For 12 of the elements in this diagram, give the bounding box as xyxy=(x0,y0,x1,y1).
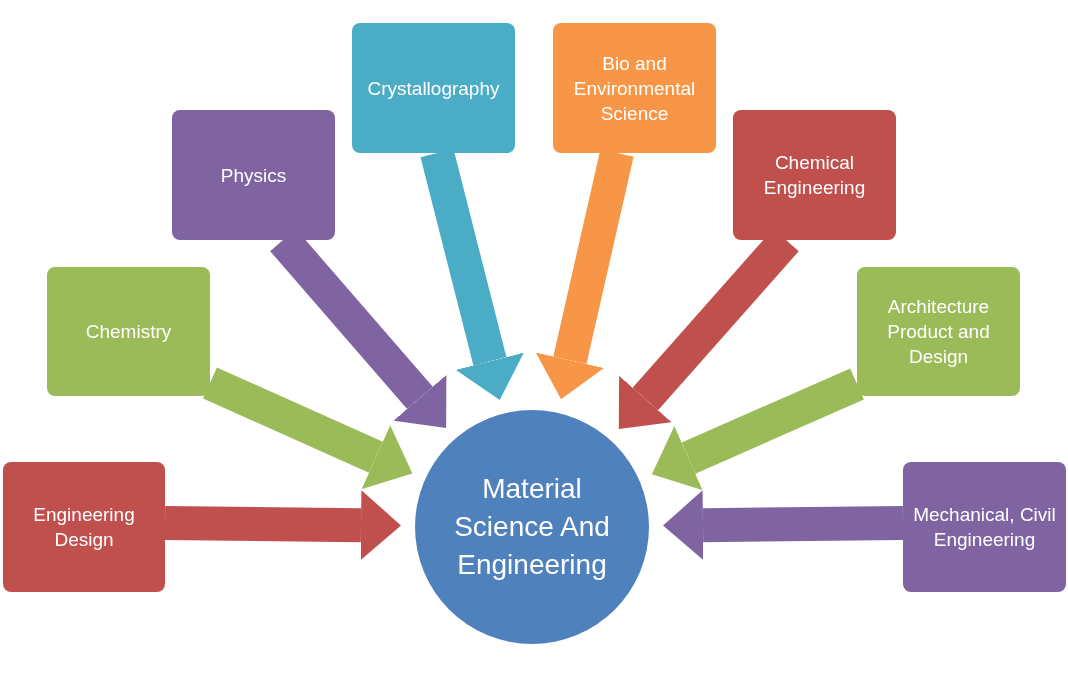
topic-box: Engineering Design xyxy=(3,462,165,592)
topic-box: Mechanical, Civil Engineering xyxy=(903,462,1066,592)
block-arrow xyxy=(651,368,864,491)
block-arrow xyxy=(663,490,904,561)
block-arrow xyxy=(203,367,413,490)
block-arrow xyxy=(164,490,401,561)
topic-box: Architecture Product and Design xyxy=(857,267,1020,396)
topic-box: Chemical Engineering xyxy=(733,110,896,240)
topic-box: Crystallography xyxy=(352,23,515,153)
topic-box: Bio and Environmental Science xyxy=(553,23,716,153)
topic-box: Physics xyxy=(172,110,335,240)
topic-box: Chemistry xyxy=(47,267,210,396)
